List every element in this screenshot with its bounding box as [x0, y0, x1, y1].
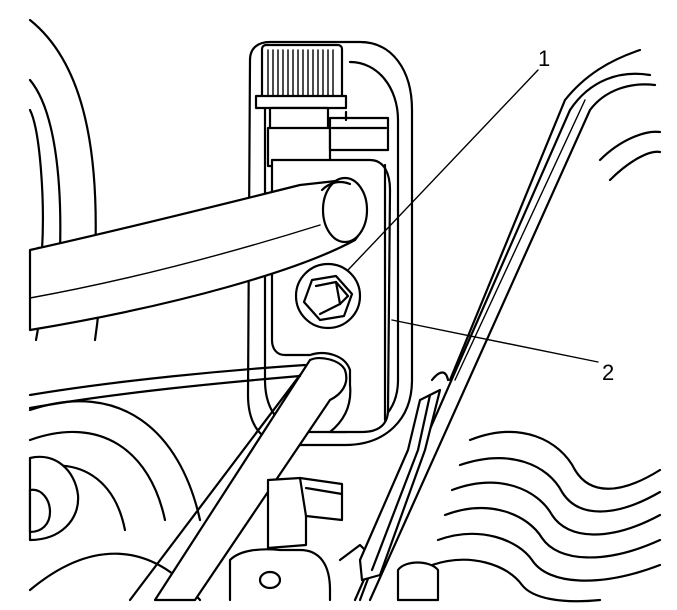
callout-2-label: 2 [602, 360, 614, 385]
lower-left-rings [28, 400, 202, 602]
callout-1-label: 1 [538, 46, 550, 71]
bracket-cap [328, 110, 390, 152]
callout-2-leader [391, 319, 599, 363]
callout-1: 1 [347, 46, 550, 271]
lower-tube [28, 356, 348, 602]
callout-2: 2 [391, 319, 614, 385]
connector-block [266, 476, 344, 550]
right-rods [353, 48, 662, 602]
upper-tube [28, 176, 369, 332]
hex-bolt [294, 262, 362, 330]
lower-mechanism [228, 543, 440, 602]
callout-1-leader [347, 69, 539, 271]
lower-right-tubes [430, 430, 662, 603]
